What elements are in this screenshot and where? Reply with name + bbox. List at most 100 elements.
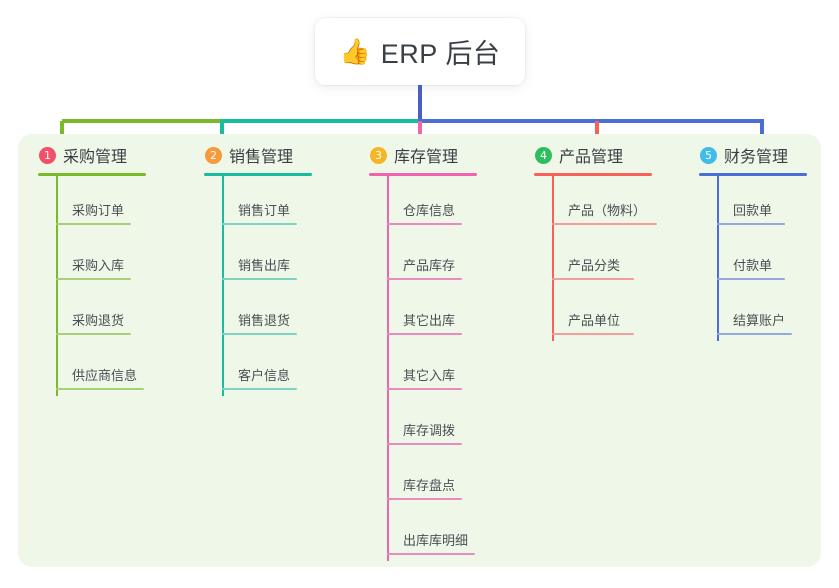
list-item-label: 出库库明细 <box>403 533 469 548</box>
list-item[interactable]: 付款单 <box>699 231 839 286</box>
list-item[interactable]: 供应商信息 <box>38 341 188 396</box>
column-underline-2 <box>204 173 312 176</box>
list-item-underline <box>717 223 785 225</box>
list-item-label: 仓库信息 <box>403 203 456 218</box>
list-item[interactable]: 销售订单 <box>204 176 354 231</box>
column-badge-4: 4 <box>535 146 552 164</box>
list-item[interactable]: 销售出库 <box>204 231 354 286</box>
column-5: 5 财务管理回款单付款单结算账户 <box>699 142 839 341</box>
list-item-label: 库存调拨 <box>403 423 456 438</box>
list-item-underline <box>56 388 144 390</box>
column-underline-3 <box>369 173 477 176</box>
list-item[interactable]: 产品库存 <box>369 231 519 286</box>
list-item-label: 采购入库 <box>72 258 125 273</box>
list-item-label: 付款单 <box>733 258 773 273</box>
column-4: 4 产品管理产品（物料） 产品分类产品单位 <box>534 142 694 341</box>
list-item[interactable]: 库存盘点 <box>369 451 519 506</box>
list-item-label: 回款单 <box>733 203 773 218</box>
list-item-label: 采购退货 <box>72 313 125 328</box>
list-item-underline <box>552 278 634 280</box>
column-badge-3: 3 <box>370 146 387 164</box>
column-items-1: 采购订单采购入库采购退货供应商信息 <box>38 176 188 396</box>
content-panel <box>18 134 821 567</box>
list-item-underline <box>387 388 462 390</box>
list-item-label: 结算账户 <box>733 313 786 328</box>
list-item-underline <box>552 333 634 335</box>
list-item-underline <box>387 333 462 335</box>
list-item-label: 销售出库 <box>238 258 291 273</box>
list-item[interactable]: 采购入库 <box>38 231 188 286</box>
list-item[interactable]: 销售退货 <box>204 286 354 341</box>
column-header-2[interactable]: 2 销售管理 <box>204 142 354 168</box>
list-item-underline <box>387 553 475 555</box>
column-title-5: 财务管理 <box>724 149 789 166</box>
column-spine-2 <box>222 176 224 396</box>
root-node-card[interactable]: 👍 ERP 后台 <box>315 18 525 85</box>
list-item-label: 采购订单 <box>72 203 125 218</box>
column-items-5: 回款单付款单结算账户 <box>699 176 839 341</box>
column-header-5[interactable]: 5 财务管理 <box>699 142 839 168</box>
list-item[interactable]: 产品分类 <box>534 231 694 286</box>
column-underline-1 <box>38 173 146 176</box>
page-title: ERP 后台 <box>380 39 501 69</box>
list-item[interactable]: 其它出库 <box>369 286 519 341</box>
column-header-3[interactable]: 3 库存管理 <box>369 142 519 168</box>
list-item-underline <box>387 278 462 280</box>
list-item-underline <box>222 278 297 280</box>
list-item-underline <box>387 223 462 225</box>
list-item-underline <box>222 388 297 390</box>
list-item[interactable]: 其它入库 <box>369 341 519 396</box>
list-item-underline <box>717 333 792 335</box>
list-item-label: 产品分类 <box>568 258 621 273</box>
column-spine-5 <box>717 176 719 341</box>
list-item-label: 产品库存 <box>403 258 456 273</box>
list-item-label: 销售退货 <box>238 313 291 328</box>
list-item-label: 产品单位 <box>568 313 621 328</box>
column-title-1: 采购管理 <box>63 149 128 166</box>
list-item[interactable]: 回款单 <box>699 176 839 231</box>
list-item[interactable]: 仓库信息 <box>369 176 519 231</box>
column-underline-5 <box>699 173 807 176</box>
list-item-label: 销售订单 <box>238 203 291 218</box>
column-items-4: 产品（物料） 产品分类产品单位 <box>534 176 694 341</box>
list-item-label: 产品（物料） <box>568 203 647 218</box>
list-item[interactable]: 采购退货 <box>38 286 188 341</box>
column-badge-2: 2 <box>205 146 222 164</box>
list-item[interactable]: 客户信息 <box>204 341 354 396</box>
column-items-2: 销售订单销售出库销售退货客户信息 <box>204 176 354 396</box>
column-spine-1 <box>56 176 58 396</box>
list-item-underline <box>387 443 462 445</box>
column-title-3: 库存管理 <box>394 149 459 166</box>
thumbs-up-icon: 👍 <box>339 38 371 66</box>
list-item-label: 客户信息 <box>238 368 291 383</box>
list-item-label: 其它入库 <box>403 368 456 383</box>
list-item-underline <box>222 223 297 225</box>
list-item-label: 库存盘点 <box>403 478 456 493</box>
column-badge-5: 5 <box>700 146 717 164</box>
list-item[interactable]: 库存调拨 <box>369 396 519 451</box>
list-item-label: 供应商信息 <box>72 368 138 383</box>
column-items-3: 仓库信息产品库存其它出库其它入库库存调拨库存盘点出库库明细 <box>369 176 519 561</box>
list-item[interactable]: 结算账户 <box>699 286 839 341</box>
column-3: 3 库存管理仓库信息产品库存其它出库其它入库库存调拨库存盘点出库库明细 <box>369 142 519 561</box>
column-2: 2 销售管理销售订单销售出库销售退货客户信息 <box>204 142 354 396</box>
list-item[interactable]: 产品单位 <box>534 286 694 341</box>
list-item-underline <box>387 498 462 500</box>
column-title-2: 销售管理 <box>229 149 294 166</box>
column-title-4: 产品管理 <box>559 149 624 166</box>
column-spine-4 <box>552 176 554 341</box>
list-item-underline <box>56 223 131 225</box>
list-item-underline <box>56 278 131 280</box>
column-underline-4 <box>534 173 652 176</box>
list-item[interactable]: 产品（物料） <box>534 176 694 231</box>
column-header-4[interactable]: 4 产品管理 <box>534 142 694 168</box>
list-item-underline <box>717 278 785 280</box>
list-item-label: 其它出库 <box>403 313 456 328</box>
column-spine-3 <box>387 176 389 561</box>
list-item[interactable]: 采购订单 <box>38 176 188 231</box>
list-item-underline <box>222 333 297 335</box>
list-item[interactable]: 出库库明细 <box>369 506 519 561</box>
